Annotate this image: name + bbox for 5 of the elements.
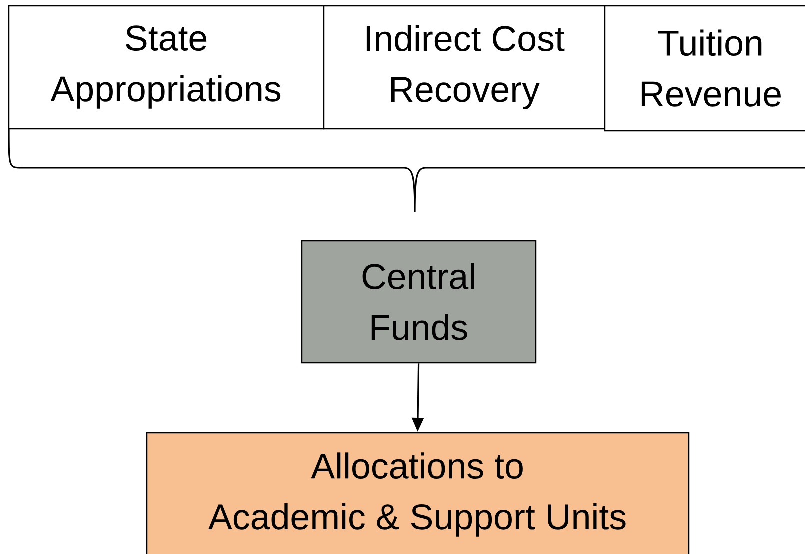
source-box: Indirect Cost Recovery (323, 5, 606, 130)
source-box: Tuition Revenue (604, 5, 805, 132)
process-box: Central Funds (301, 240, 537, 364)
process-box: Allocations to Academic & Support Units (146, 432, 690, 554)
source-box: State Appropriations (8, 5, 325, 130)
